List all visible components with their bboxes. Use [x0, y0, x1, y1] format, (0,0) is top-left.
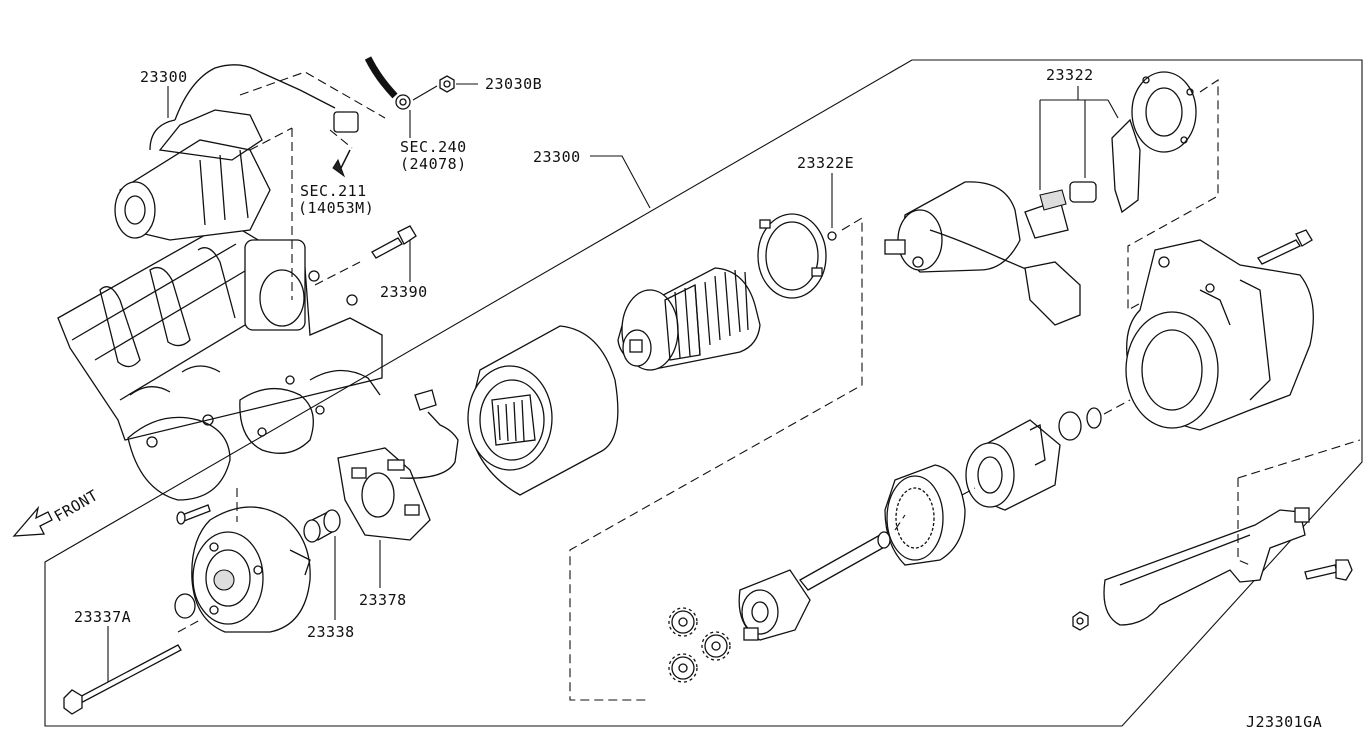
- front-housing: [1125, 239, 1314, 431]
- label-through-bolt: 23337A: [74, 608, 131, 626]
- label-bushing: 23338: [307, 623, 355, 641]
- brush-spring: [1111, 118, 1141, 214]
- label-sec211: SEC.211: [300, 182, 367, 200]
- lever-bracket: [1103, 507, 1310, 626]
- snap-ring: [1086, 407, 1102, 429]
- housing-bolt-icon: [1257, 229, 1313, 265]
- brush-holder: [337, 389, 459, 541]
- plug-cap: [174, 593, 196, 619]
- diagram-code: J23301GA: [1246, 713, 1322, 731]
- solenoid: [884, 181, 1081, 326]
- brush-ring: [757, 213, 827, 299]
- label-starter-top: 23300: [140, 68, 188, 86]
- label-starter-box: 23300: [533, 148, 581, 166]
- label-brush-kit: 23322: [1046, 66, 1094, 84]
- front-arrow: [12, 505, 53, 537]
- rear-cover: [191, 506, 311, 633]
- nut-icon: [439, 75, 455, 93]
- label-brush-holder: 23378: [359, 591, 407, 609]
- label-sec240-code: (24078): [400, 155, 467, 173]
- stop-ring: [1058, 411, 1082, 441]
- assembly-outline: [44, 59, 1363, 727]
- planet-gear-1: [668, 607, 698, 637]
- lever-nut-icon: [1072, 611, 1089, 631]
- label-nut: 23030B: [485, 75, 542, 93]
- label-sec211-code: (14053M): [298, 199, 374, 217]
- front-label: FRONT: [51, 486, 101, 525]
- cable-terminal: [395, 94, 411, 110]
- ring-pin: [827, 231, 837, 241]
- starter-motor-installed: [114, 64, 359, 241]
- label-bolt: 23390: [380, 283, 428, 301]
- engine-block-illustration: [57, 221, 383, 501]
- planet-gear-2: [701, 631, 731, 661]
- label-brush-ring: 23322E: [797, 154, 854, 172]
- lever-bolt-icon: [1304, 559, 1353, 581]
- shaft-assembly: [738, 531, 891, 641]
- bushing: [303, 509, 341, 543]
- brush-pad: [1069, 181, 1097, 203]
- pinion-clutch: [965, 419, 1061, 511]
- armature: [617, 267, 761, 371]
- internal-gear: [884, 464, 966, 566]
- planet-gear-3: [668, 653, 698, 683]
- ground-cable: [364, 56, 398, 99]
- screw-icon: [176, 504, 211, 525]
- through-bolt: [63, 644, 182, 715]
- yoke: [467, 325, 619, 496]
- brush-block: [1024, 189, 1069, 239]
- label-sec240: SEC.240: [400, 138, 467, 156]
- gasket: [1131, 71, 1197, 153]
- bolt-icon: [371, 225, 417, 259]
